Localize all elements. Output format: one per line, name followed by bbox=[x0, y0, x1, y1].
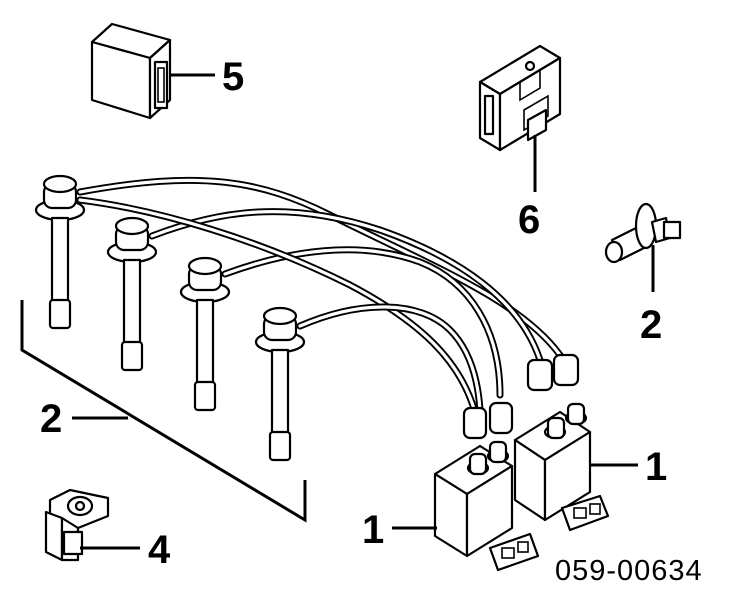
part-4-sensor bbox=[44, 488, 110, 562]
bracket-2 bbox=[20, 300, 307, 523]
callout-6: 6 bbox=[518, 198, 540, 242]
callout-1a: 1 bbox=[362, 508, 384, 552]
callout-5: 5 bbox=[222, 55, 244, 99]
callout-3: 2 bbox=[640, 303, 662, 347]
part-5-module bbox=[90, 22, 172, 120]
callout-1b: 1 bbox=[645, 445, 667, 489]
part-2-wire-set bbox=[34, 174, 580, 462]
part-3-sensor bbox=[604, 202, 682, 264]
part-6-control-module bbox=[478, 44, 562, 152]
part-1-coil-front bbox=[433, 440, 540, 572]
callout-4: 4 bbox=[148, 528, 171, 572]
part-1-coil-rear bbox=[513, 402, 610, 532]
callout-2: 2 bbox=[40, 397, 62, 441]
part-code: 059-00634 bbox=[555, 555, 703, 587]
